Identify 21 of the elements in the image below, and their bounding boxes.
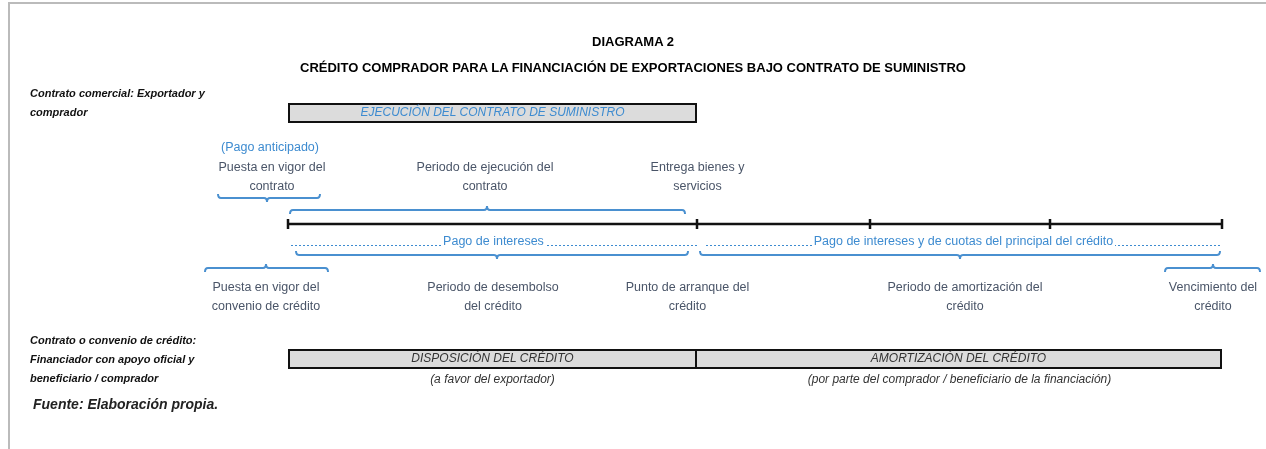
payment-line-label: Pago de intereses xyxy=(290,233,697,249)
timeline-label: Periodo de amortización del crédito xyxy=(886,279,1044,315)
timeline-label: Puesta en vigor del contrato xyxy=(217,159,327,195)
timeline-label: Periodo de ejecución del contrato xyxy=(415,159,555,195)
source-note: Fuente: Elaboración propia. xyxy=(33,396,219,412)
note-text: (Pago anticipado) xyxy=(220,139,320,156)
diagram-subtitle: CRÉDITO COMPRADOR PARA LA FINANCIACIÓN DE EXPORTACIONES BAJO CONTRATO DE SUMINISTRO xyxy=(299,60,967,75)
row-heading: Contrato o convenio de crédito: Financiador con apoyo oficial y beneficiario / comprador xyxy=(30,333,198,386)
diagram-title: DIAGRAMA 2 xyxy=(591,34,675,49)
timeline-label: Periodo de desembolso del crédito xyxy=(426,279,560,315)
timeline-label: Puesta en vigor del convenio de crédito xyxy=(210,279,322,315)
row-heading: Contrato comercial: Exportador y comprador xyxy=(30,86,206,120)
timeline-label: Entrega bienes y servicios xyxy=(649,159,746,195)
phase-bar: EJECUCIÓN DEL CONTRATO DE SUMINISTRO xyxy=(288,103,697,123)
bar-caption: (a favor del exportador) xyxy=(429,372,556,386)
payment-line-label: Pago de intereses y de cuotas del principal del crédito xyxy=(705,233,1222,249)
timeline-label: Punto de arranque del crédito xyxy=(625,279,750,315)
timeline-label: Vencimiento del crédito xyxy=(1167,279,1259,315)
phase-bar: AMORTIZACIÓN DEL CRÉDITO xyxy=(697,349,1222,369)
phase-bar: DISPOSICIÓN DEL CRÉDITO xyxy=(288,349,697,369)
bar-caption: (por parte del comprador / beneficiario de la financiación) xyxy=(806,372,1113,386)
